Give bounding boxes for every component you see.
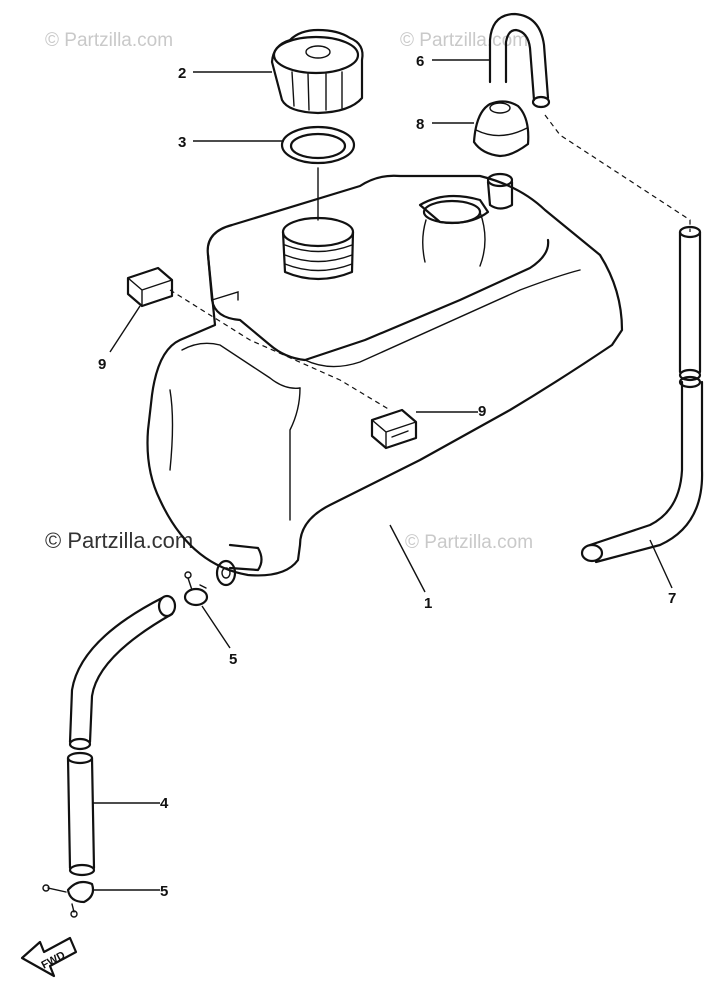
forward-direction-indicator: FWD [20,936,78,978]
callout-9-left: 9 [98,356,106,373]
callout-4: 4 [160,795,169,812]
fuel-cap-part-2[interactable] [270,28,364,115]
callout-7: 7 [668,590,676,607]
rubber-pad-part-9-right[interactable] [370,408,418,450]
hose-clamp-part-5-lower[interactable] [42,880,95,918]
watermark-middle-right: © Partzilla.com [405,532,533,553]
callout-5-lower: 5 [160,883,168,900]
leader-lines [92,59,673,891]
callout-6: 6 [416,53,424,70]
vent-cap-part-8[interactable] [472,100,530,158]
pad-guide-line [169,289,391,411]
hose-clamp-part-5-upper[interactable] [183,571,209,607]
callout-3: 3 [178,134,186,151]
vent-hose-guide-line [544,114,691,232]
rubber-pad-part-9-left[interactable] [126,266,174,308]
breather-hose-part-7[interactable] [580,225,704,564]
callout-1: 1 [424,595,432,612]
callout-9-right: 9 [478,403,486,420]
watermark-top-right: © Partzilla.com [400,30,528,51]
vent-hose-part-6[interactable] [488,12,551,109]
cap-gasket-part-3[interactable] [280,125,356,165]
callout-2: 2 [178,65,186,82]
fuel-hose-part-4[interactable] [66,594,177,877]
fuel-tank-part-1[interactable] [146,172,624,587]
watermark-top-left: © Partzilla.com [45,30,173,51]
callout-5-upper: 5 [229,651,237,668]
callout-8: 8 [416,116,424,133]
watermark-middle-left: © Partzilla.com [45,528,193,553]
